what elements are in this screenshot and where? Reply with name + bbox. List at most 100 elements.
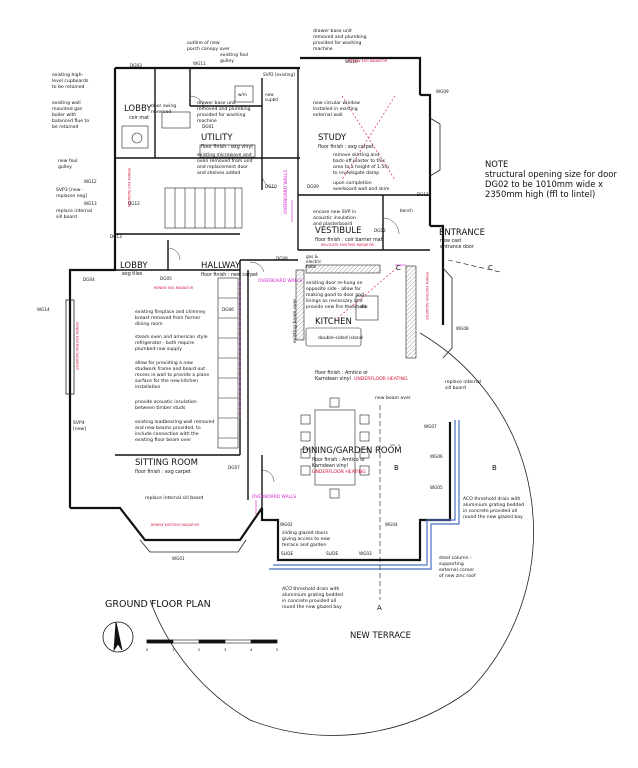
opening-tag: WG09 <box>436 89 449 94</box>
radiator-label: RENEW EXISTING RADIATOR <box>425 272 429 320</box>
left-window <box>65 299 75 395</box>
annotation: porch canopy over <box>187 46 230 52</box>
room-name: SITTING ROOM <box>135 458 198 468</box>
staircase <box>164 187 243 449</box>
annotation: remove skirting and <box>333 152 379 158</box>
room-name: UTILITY <box>201 133 233 143</box>
room-sub: floor finish : Amtico or <box>315 370 368 376</box>
opening-tag: WG04 <box>385 522 398 527</box>
heating-label: UNDERFLOOR HEATING <box>312 469 366 475</box>
annotation: existing floor beam over <box>135 437 191 443</box>
room-sub: floor finish : exg vinyl <box>201 144 253 150</box>
annotation: provide acoustic insulation <box>135 399 197 405</box>
section-mark: B <box>394 464 399 472</box>
room-sub: floor finish : exg carpet <box>135 469 191 475</box>
fixture-label: hobs <box>306 264 316 269</box>
section-marks: A C C B B <box>377 264 497 612</box>
overboard-labels: OVERBOARD WALLS OVERBOARD WALLS OVERBOAR… <box>252 170 302 500</box>
terrace-label: NEW TERRACE <box>350 630 411 640</box>
note-line: 2350mm high (ffl to lintel) <box>485 189 595 199</box>
opening-tag: WG14 <box>37 307 50 312</box>
annotation: steel column - <box>439 555 472 561</box>
text-layer: LOBBY coir mat UTILITY floor finish : ex… <box>37 28 617 652</box>
opening-tag: DG04 <box>83 277 95 282</box>
opening-tag: WG05 <box>430 485 443 490</box>
scale-bar <box>146 639 278 644</box>
annotation: existing foul <box>220 52 248 58</box>
annotation: supporting <box>439 561 464 567</box>
opening-tag: WG11 <box>193 61 206 66</box>
opening-tag: WG13 <box>84 201 97 206</box>
annotation: between timber studs <box>135 405 186 411</box>
annotation: in concrete provided all <box>463 508 517 514</box>
annotation: encase new SVP in <box>313 209 356 215</box>
radiator-label: RENEW EXISTING RADIATOR <box>151 523 199 527</box>
dashed-lines <box>332 95 398 323</box>
terrace-arc <box>149 332 534 736</box>
note-heading: NOTE <box>485 159 508 169</box>
annotation: ACO threshold drain with <box>282 586 340 592</box>
radiator-label: RENEW EXISTING RADIATOR <box>75 322 79 370</box>
section-line-a <box>379 259 501 600</box>
opening-tag: DG07 <box>228 465 240 470</box>
annotation: upon completion <box>333 180 372 186</box>
annotation: boiler with <box>52 112 76 118</box>
annotation: reversed <box>151 109 171 115</box>
annotation: external wall <box>313 112 343 118</box>
annotation: existing high- <box>52 72 84 78</box>
annotation: giving access to new <box>282 536 330 542</box>
annotation: provided for washing <box>197 112 245 118</box>
opening-tag: WG08 <box>456 326 469 331</box>
opening-tag: DG10 <box>265 184 277 189</box>
opening-tag: DG03 <box>130 63 142 68</box>
opening-tags: DG03 WG11 WG10 WG09 DG01 DG10 DG09 DG11 … <box>37 59 469 561</box>
annotation: replace internal <box>445 379 481 385</box>
annotation: surface for the new kitchen <box>135 378 198 384</box>
annotation: mounted gas <box>52 106 83 112</box>
opening-tag: DG06 <box>222 307 234 312</box>
radiator-label: RENEW EXG RADIATOR <box>127 168 131 208</box>
annotation: existing fireplace and chimney <box>135 309 206 315</box>
annotation: door swing <box>151 103 176 109</box>
annotation: back-off plaster to this <box>333 158 386 164</box>
opening-tag: DG09 <box>307 184 319 189</box>
annotation: recess in wall to provide a plane <box>135 372 209 378</box>
annotation: external corner <box>439 567 474 573</box>
opening-tag: WG02 <box>280 522 293 527</box>
room-name: KITCHEN <box>315 317 352 327</box>
room-sub: Karndean vinyl <box>315 376 351 382</box>
radiator-labels: RENEW EXG RADIATOR RENEW EXG RADIATOR RE… <box>75 59 429 527</box>
opening-tag: DG11 <box>417 192 429 197</box>
opening-tag: WG12 <box>84 179 97 184</box>
fixture-label: SLIDE <box>281 551 293 556</box>
annotation: sill board <box>56 214 77 220</box>
note-line: structural opening size for door <box>485 169 617 179</box>
annotation: existing door re-hung on <box>306 280 363 286</box>
annotation: gulley <box>220 58 234 64</box>
room-sub: entrance door <box>440 244 474 250</box>
opening-tag: DG13 <box>110 234 122 239</box>
bay-window <box>139 539 247 553</box>
kitchen-fittings <box>295 264 417 359</box>
opening-tag: WG01 <box>172 556 185 561</box>
annotation: double-sided island <box>318 335 363 341</box>
room-sub: coir mat <box>129 115 149 121</box>
annotation: and new beams provided, to <box>135 425 201 431</box>
dining-table <box>300 397 370 499</box>
annotation: and plasterboard <box>313 221 352 227</box>
annotation: and replacement door <box>197 164 248 170</box>
annotation: and shelves added <box>197 170 240 176</box>
annotation: breast removed from former <box>135 315 201 321</box>
room-sub: exg tiles <box>122 271 143 277</box>
annotation: installation <box>135 384 160 390</box>
room-name: ENTRANCE <box>439 228 485 238</box>
fixture-label: w/m <box>238 92 247 97</box>
annotation: balanced flue to <box>52 118 89 124</box>
drawing-title: GROUND FLOOR PLAN <box>105 599 211 610</box>
scale-tick: 1 <box>172 648 174 652</box>
annotation-group: outline of new porch canopy over existin… <box>52 28 524 610</box>
note-line: DG02 to be 1010mm wide x <box>485 179 603 189</box>
annotation: include connection with the <box>135 431 199 437</box>
room-name: DINING/GARDEN ROOM <box>302 446 402 456</box>
annotation: removed and plumbing <box>313 34 367 40</box>
